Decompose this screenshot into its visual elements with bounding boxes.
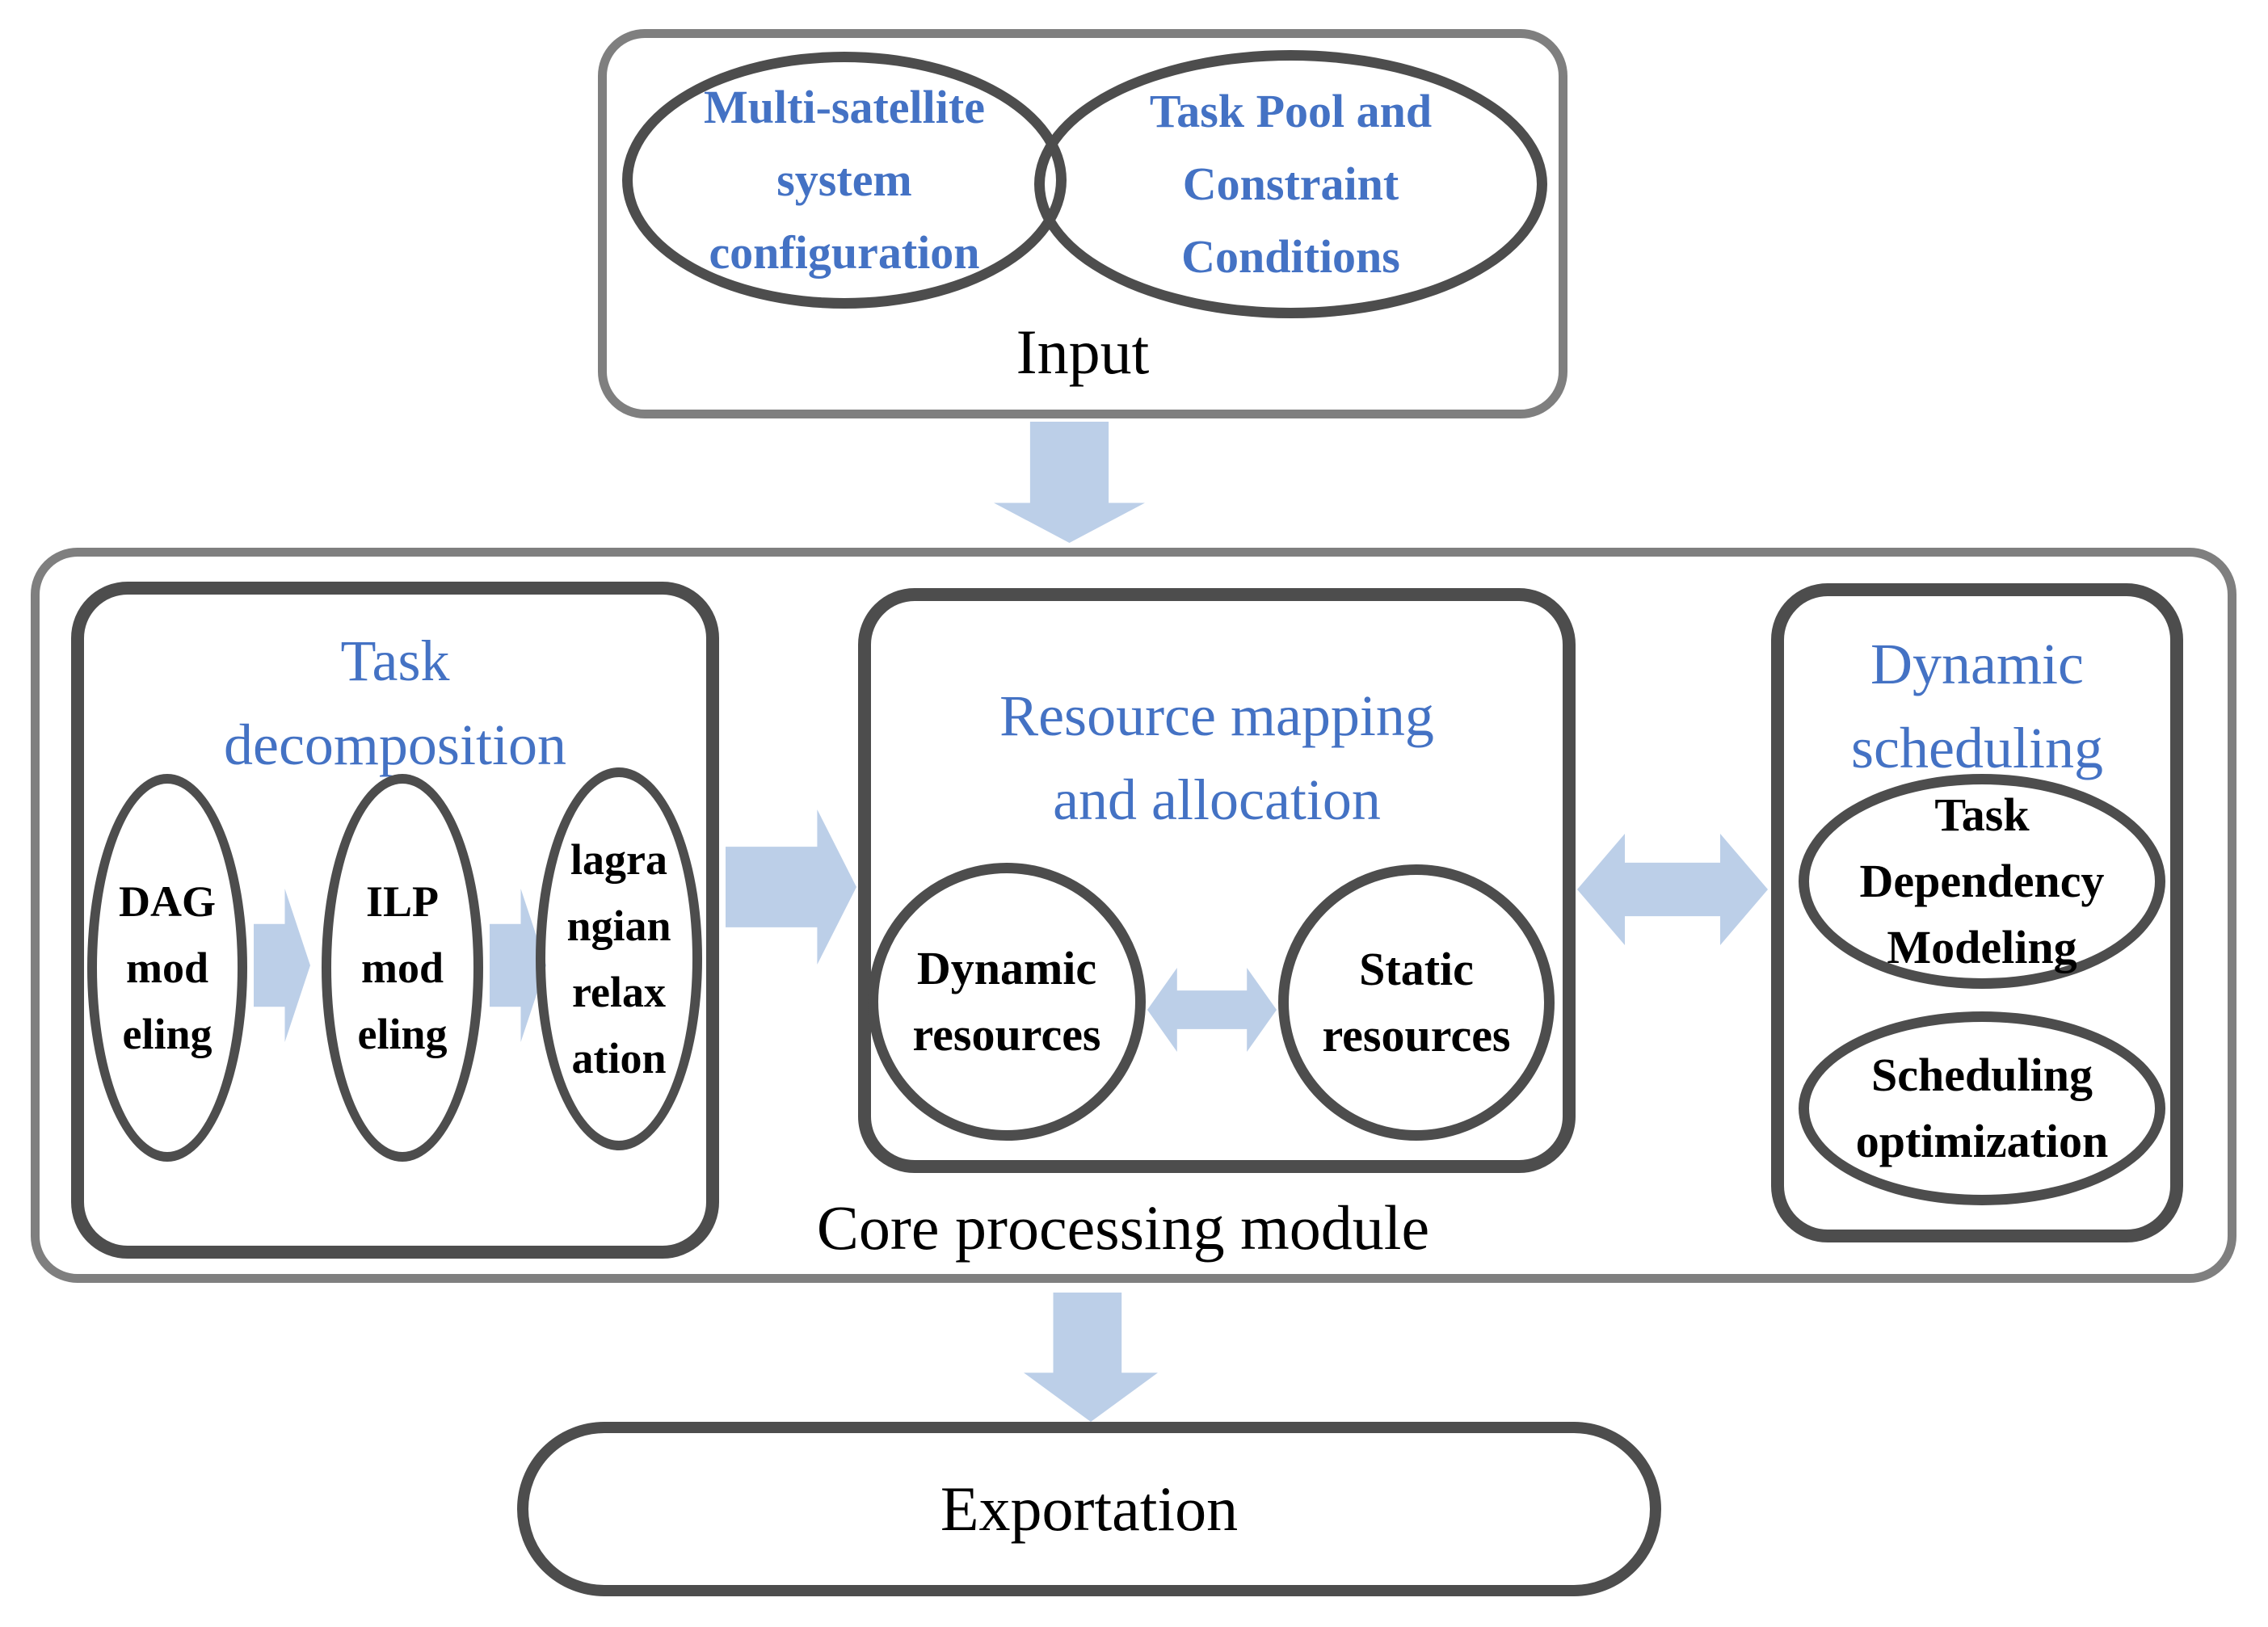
static-resources-line2: resources <box>1322 1009 1511 1062</box>
ilp-modeling-line1: ILP <box>365 877 440 926</box>
ellipse-task-pool: Task Pool and Constraint Conditions <box>1034 50 1547 318</box>
ellipse-multi-satellite-line3: configuration <box>709 226 980 279</box>
task-dependency-line2: Dependency <box>1859 855 2105 907</box>
scheduling-optimization-line2: optimization <box>1855 1115 2109 1167</box>
circle-dynamic-resources: Dynamic resources <box>868 863 1146 1141</box>
ellipse-task-pool-line3: Conditions <box>1181 230 1400 283</box>
ellipse-task-dependency-modeling: Task Dependency Modeling <box>1799 774 2165 989</box>
scheduling-optimization-line1: Scheduling <box>1871 1049 2093 1101</box>
ellipse-task-pool-line1: Task Pool and <box>1149 85 1433 137</box>
exportation-label: Exportation <box>940 1474 1239 1544</box>
ellipse-ilp-modeling: ILP mod eling <box>322 774 483 1162</box>
task-decomposition-title: Task decomposition <box>84 619 706 787</box>
task-decomposition-title-line2: decomposition <box>224 713 566 777</box>
ellipse-multi-satellite: Multi-satellite system configuration <box>622 52 1067 309</box>
lagrangian-line4: ation <box>571 1034 667 1083</box>
ellipse-multi-satellite-line2: system <box>776 153 912 206</box>
dynamic-scheduling-title-line1: Dynamic <box>1870 632 2084 696</box>
ellipse-lagrangian-relaxation: lagra ngian relax ation <box>536 767 702 1150</box>
task-dependency-line3: Modeling <box>1887 921 2077 973</box>
dag-modeling-line2: mod <box>125 944 208 992</box>
dag-modeling-line3: eling <box>122 1010 212 1058</box>
lagrangian-line1: lagra <box>570 835 667 884</box>
ilp-modeling-line2: mod <box>360 944 444 992</box>
lagrangian-line2: ngian <box>566 902 671 950</box>
dynamic-resources-line1: Dynamic <box>916 942 1097 994</box>
ilp-modeling-line3: eling <box>357 1010 448 1058</box>
exportation-box <box>517 1422 1661 1596</box>
resource-mapping-title: Resource mapping and allocation <box>871 674 1563 842</box>
ellipse-dag-modeling: DAG mod eling <box>87 774 247 1162</box>
task-dependency-line1: Task <box>1934 788 2030 841</box>
dynamic-scheduling-title-line2: scheduling <box>1851 716 2103 780</box>
lagrangian-line3: relax <box>572 968 666 1016</box>
core-processing-label: Core processing module <box>816 1192 1430 1263</box>
circle-static-resources: Static resources <box>1278 864 1555 1141</box>
arrow-down-core-to-exportation-icon <box>1024 1293 1158 1422</box>
arrow-down-input-to-core-icon <box>994 422 1145 543</box>
resource-mapping-title-line2: and allocation <box>1053 767 1381 832</box>
dynamic-resources-line2: resources <box>912 1008 1101 1061</box>
dynamic-scheduling-title: Dynamic scheduling <box>1782 622 2172 790</box>
resource-mapping-title-line1: Resource mapping <box>999 683 1434 748</box>
static-resources-line1: Static <box>1359 943 1474 995</box>
ellipse-scheduling-optimization: Scheduling optimization <box>1799 1011 2165 1205</box>
ellipse-task-pool-line2: Constraint <box>1182 158 1399 210</box>
dag-modeling-line1: DAG <box>119 877 216 926</box>
task-decomposition-title-line1: Task <box>340 629 450 693</box>
input-label: Input <box>1016 317 1150 387</box>
ellipse-multi-satellite-line1: Multi-satellite <box>704 81 985 133</box>
